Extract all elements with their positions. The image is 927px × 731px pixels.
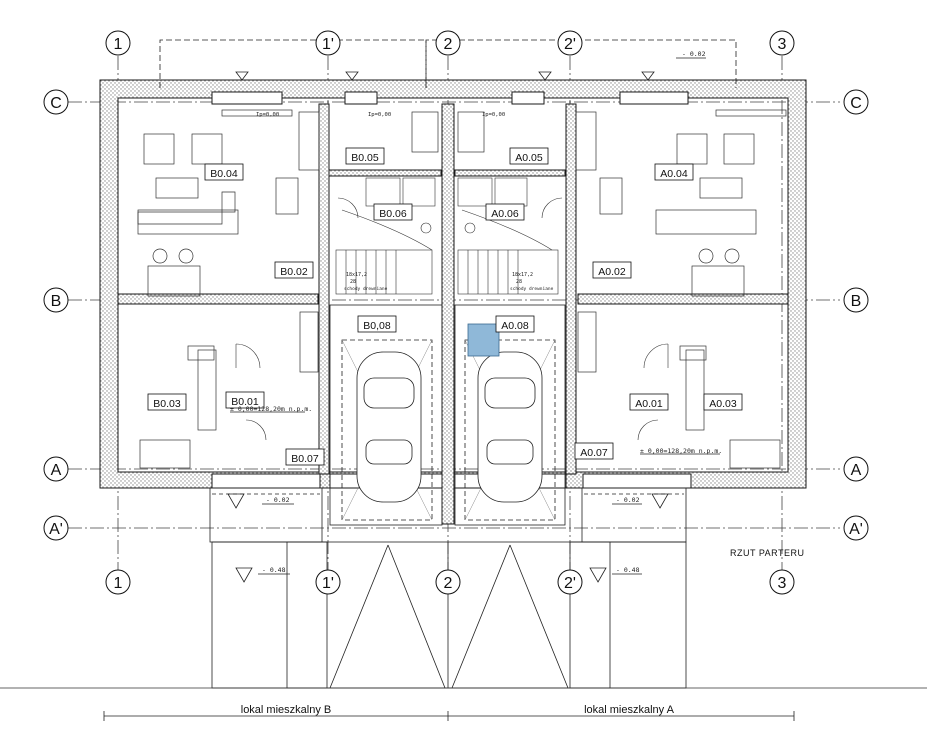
room-A0-01: A0.01: [635, 398, 663, 410]
axis-label-right-A: A: [851, 462, 862, 479]
room-B0-08: B0,08: [363, 320, 391, 332]
room-B0-04: B0.04: [210, 168, 238, 180]
unit-label-a: lokal mieszkalny A: [584, 704, 675, 716]
axis-label-top-3: 3: [778, 36, 787, 53]
room-A0-05: A0.05: [515, 152, 543, 164]
room-B0-03: B0.03: [153, 398, 181, 410]
interior-walls: [117, 103, 789, 525]
floor-mark-b04: Ip=0,00: [256, 112, 279, 118]
unit-dimension-line: [103, 711, 795, 721]
stair-note-left-2: 28: [350, 279, 356, 285]
axis-bubbles-bottom: [105, 569, 795, 595]
axis-label-top-2: 2: [444, 36, 453, 53]
axis-label-top-2p: 2': [564, 36, 576, 53]
axis-label-left-Ap: A': [49, 521, 63, 538]
room-B0-07: B0.07: [291, 453, 319, 465]
unit-label-b: lokal mieszkalny B: [241, 704, 331, 716]
axis-label-bottom-2: 2: [444, 575, 453, 592]
axis-bubbles-left: [43, 89, 69, 541]
zero-level-left: ± 0,00=128,20m n.p.m.: [230, 405, 312, 413]
floor-mark-b05: Ip=0,00: [368, 112, 391, 118]
room-B0-02: B0.02: [280, 266, 308, 278]
axis-bubbles-right: [843, 89, 869, 541]
axis-label-bottom-1: 1: [114, 575, 123, 592]
axis-label-left-A: A: [51, 462, 62, 479]
room-A0-07: A0.07: [580, 447, 608, 459]
room-A0-08: A0.08: [501, 320, 529, 332]
stair-note-right-2: 28: [516, 279, 522, 285]
room-tags: [147, 147, 743, 466]
level-drive-left: - 0.48: [262, 566, 286, 574]
axis-label-bottom-3: 3: [778, 575, 787, 592]
axis-label-right-B: B: [851, 293, 862, 310]
room-B0-05: B0.05: [351, 152, 379, 164]
axis-label-bottom-1p: 1': [322, 575, 334, 592]
axis-label-bottom-2p: 2': [564, 575, 576, 592]
highlighted-element: [467, 323, 500, 357]
level-step-left: - 0.02: [266, 496, 290, 504]
axis-label-left-C: C: [50, 95, 62, 112]
stair-note-right-1: 18x17,2: [512, 272, 533, 278]
level-markers: [227, 71, 669, 583]
zero-level-right: ± 0,00=128,20m n.p.m.: [640, 447, 722, 455]
stairs: [335, 209, 559, 295]
stair-note-left-3: schody drewniane: [344, 286, 388, 292]
room-A0-04: A0.04: [660, 168, 688, 180]
axis-label-left-B: B: [51, 293, 62, 310]
axis-label-right-C: C: [850, 95, 862, 112]
stair-note-left-1: 18x17,2: [346, 272, 367, 278]
driveway: [0, 541, 927, 689]
level-step-right: - 0.02: [616, 496, 640, 504]
room-B0-06: B0.06: [379, 208, 407, 220]
furniture: [137, 109, 787, 469]
level-leaders: [230, 57, 720, 575]
axis-label-top-1p: 1': [322, 36, 334, 53]
room-A0-02: A0.02: [598, 266, 626, 278]
level-step-top: - 0.02: [682, 50, 706, 58]
axis-label-right-Ap: A': [849, 521, 863, 538]
axis-label-top-1: 1: [114, 36, 123, 53]
room-B0-01: B0.01: [231, 396, 259, 408]
drawing-title: RZUT PARTERU: [730, 548, 805, 558]
room-A0-03: A0.03: [709, 398, 737, 410]
stair-note-right-3: schody drewniane: [510, 286, 554, 292]
bathroom-fixtures: [365, 177, 528, 234]
room-A0-06: A0.06: [491, 208, 519, 220]
door-swings: [235, 197, 669, 441]
level-drive-right: - 0.48: [616, 566, 640, 574]
car-left: [356, 351, 422, 503]
floor-mark-a05: Ip=0,00: [482, 112, 505, 118]
axis-bubbles-top: [105, 30, 795, 56]
car-right: [477, 351, 543, 503]
